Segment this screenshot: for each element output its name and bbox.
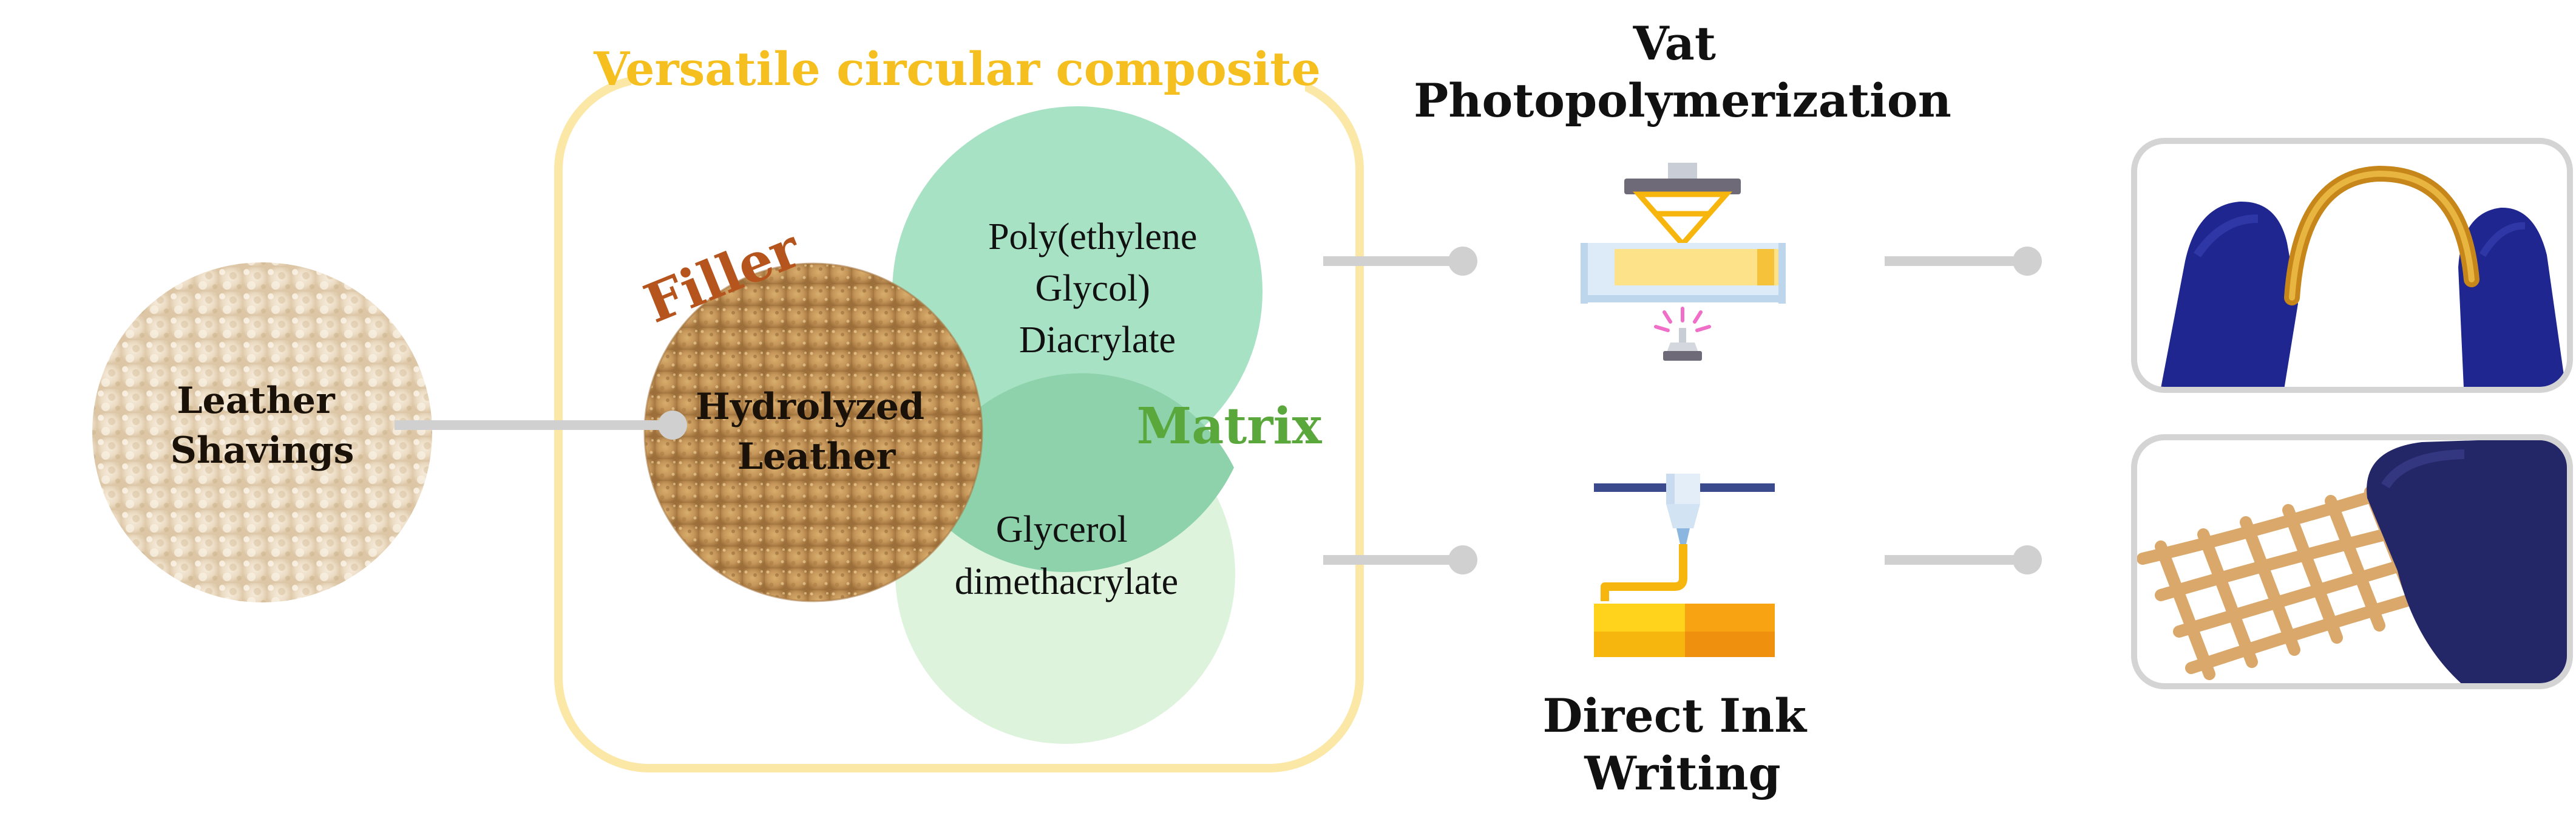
hydrolyzed-leather-label: Hydrolyzed Leather	[696, 386, 937, 478]
matrix-label: Matrix	[1136, 397, 1322, 455]
leather-shavings-label: Leather Shavings	[171, 380, 354, 472]
connector-diw-photo-dot	[2013, 545, 2042, 574]
gdm-label: Glycerol dimethacrylate	[955, 509, 1178, 602]
connector-vat-photo-dot	[2013, 247, 2042, 276]
connector-diw-dot	[1448, 545, 1477, 574]
leather-shavings-circle	[92, 262, 432, 602]
vat-title: Vat Photopolymerization	[1414, 16, 1951, 128]
peg-label: Poly(ethylene Glycol) Diacrylate	[988, 216, 1207, 361]
bent-printed-strip-photo	[2131, 138, 2573, 393]
hydrolyzed-leather-circle	[645, 264, 982, 601]
vat-photopolymerization-printer-icon	[1581, 163, 1786, 361]
connector-source-dot	[658, 411, 687, 440]
diw-title: Direct Ink Writing	[1543, 689, 1823, 800]
composite-title: Versatile circular composite	[593, 42, 1321, 96]
printed-lattice-photo	[2131, 434, 2573, 689]
connector-vat-dot	[1448, 247, 1477, 276]
peg-circle	[892, 106, 1263, 477]
matrix-overlap	[918, 373, 1234, 573]
direct-ink-writing-printer-icon	[1594, 474, 1775, 657]
